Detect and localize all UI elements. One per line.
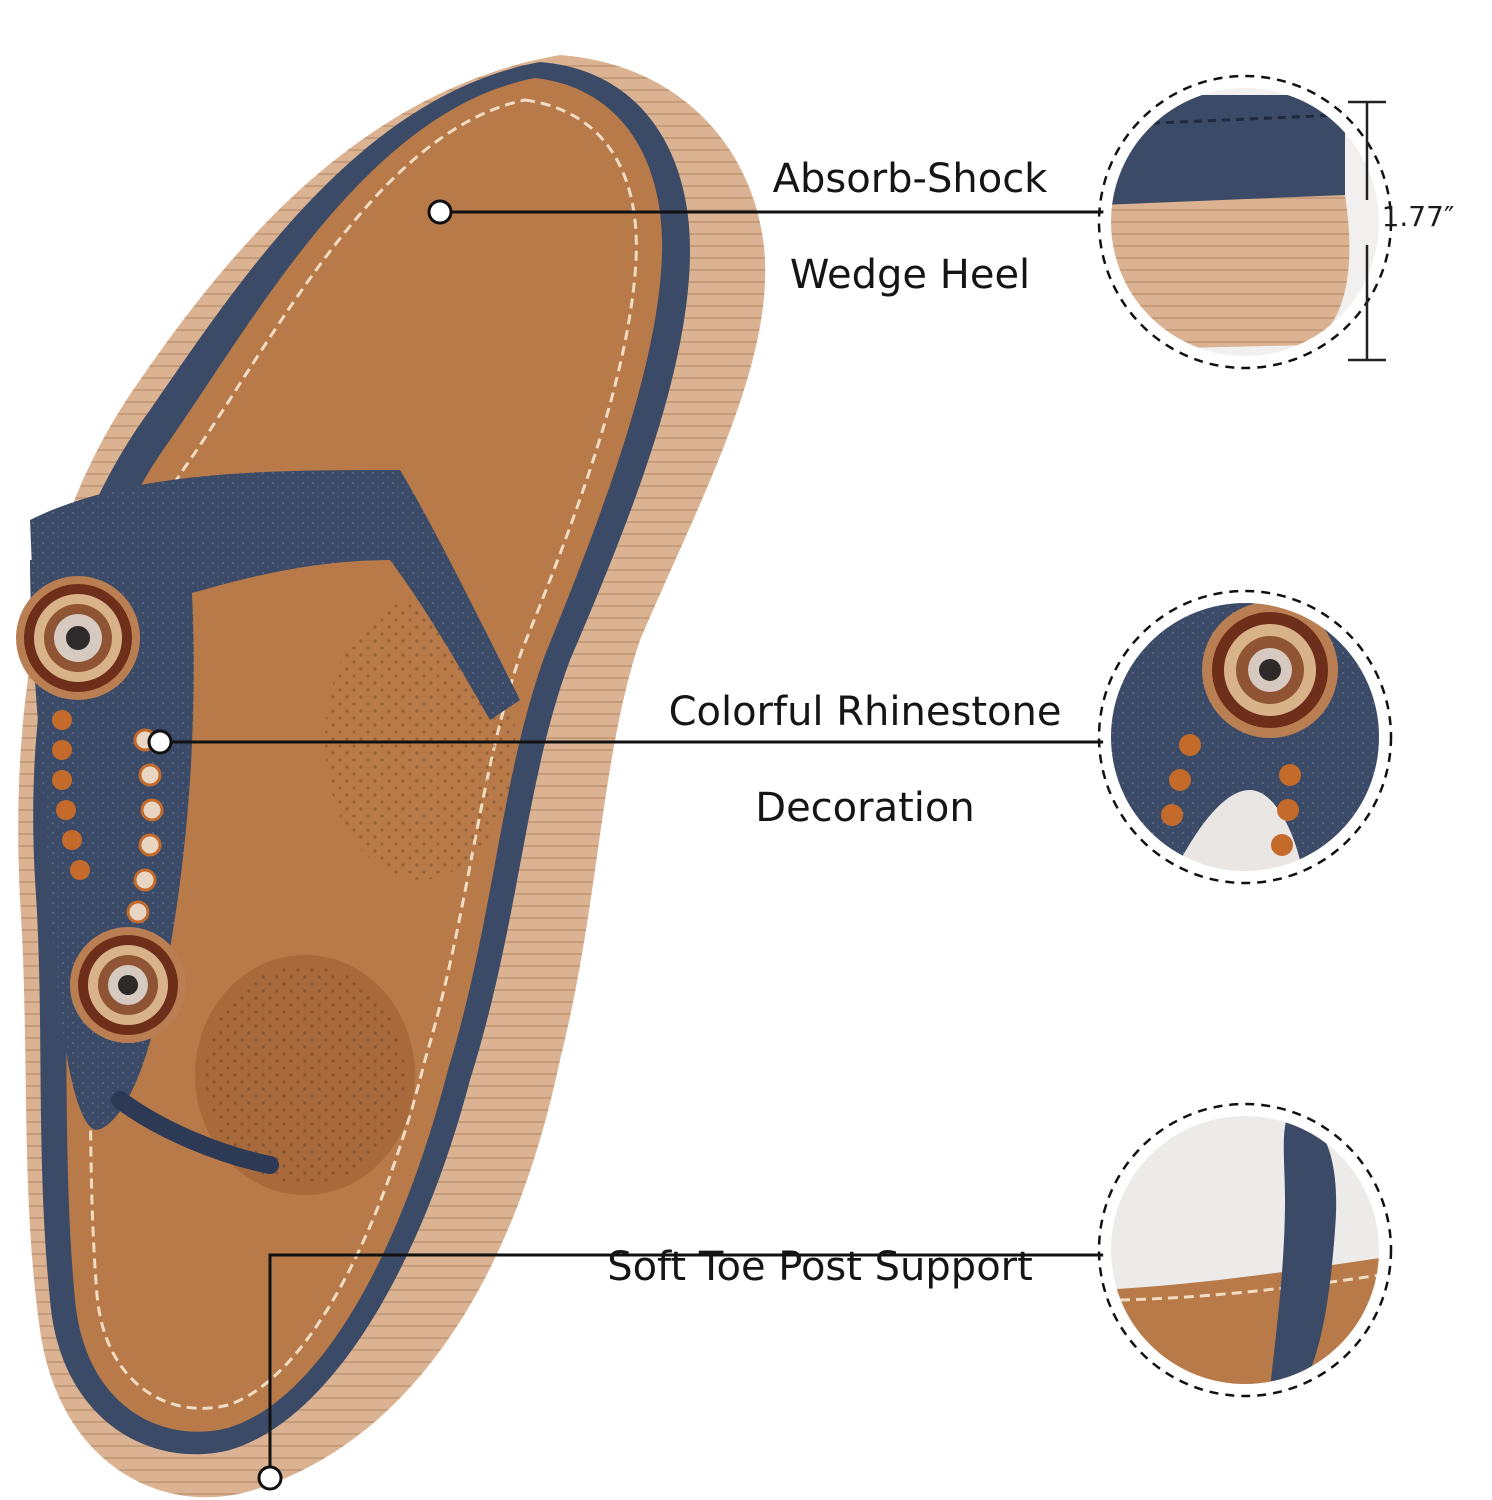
bead-chain [52, 710, 164, 924]
feature-heel-line2: Wedge Heel [789, 252, 1031, 298]
feature-label-rhinestone: Colorful Rhinestone Decoration [610, 640, 1120, 880]
callout-line-toe [268, 1253, 1105, 1478]
callout-lines [160, 210, 1105, 1478]
feature-rhinestone-line1: Colorful Rhinestone [668, 689, 1062, 735]
strap-band [30, 470, 520, 720]
feature-toe-line1: Soft Toe Post Support [607, 1244, 1033, 1290]
detail-circle-toe [1097, 1102, 1393, 1398]
footbed-stitching [83, 98, 638, 1410]
flower-medallion-lower [70, 927, 186, 1043]
feature-rhinestone-line2: Decoration [755, 785, 975, 831]
toe-post [111, 1091, 279, 1174]
feature-label-heel: Absorb-Shock Wedge Heel [700, 107, 1120, 347]
heel-height-value: 1.77″ [1381, 200, 1455, 233]
detail-circle-rhinestone [1097, 589, 1393, 885]
feature-heel-line1: Absorb-Shock [772, 156, 1048, 202]
feature-label-toe: Soft Toe Post Support [560, 1195, 1080, 1339]
flower-medallion-upper [16, 576, 140, 700]
sandal-main [16, 55, 766, 1498]
callout-dot-rhinestone [147, 729, 173, 755]
callout-dot-toe [257, 1465, 283, 1491]
height-dimension-marker [1348, 100, 1386, 362]
callout-dot-heel [427, 199, 453, 225]
detail-circle-heel [1097, 74, 1393, 370]
